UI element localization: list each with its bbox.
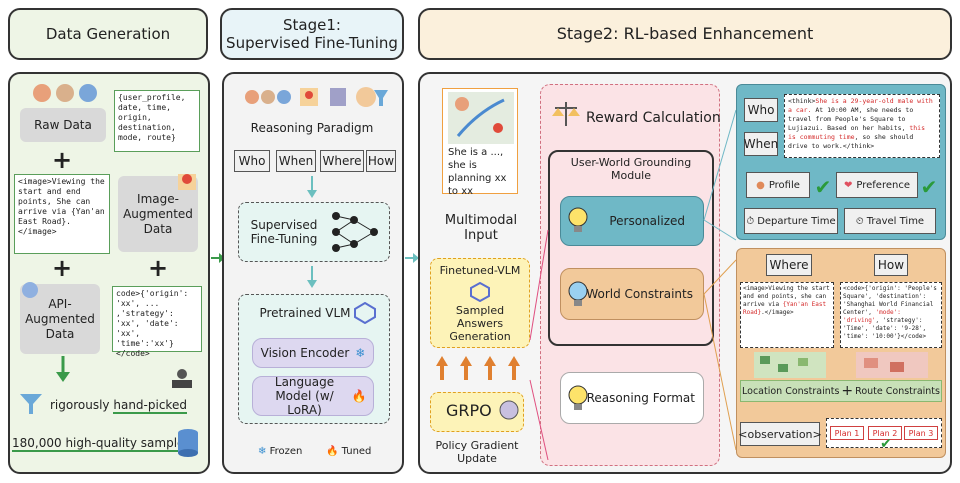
down-arrow-icon	[306, 266, 318, 288]
up-arrows-icon	[436, 356, 524, 382]
plan-3: Plan 3	[904, 426, 938, 440]
policy-label: Policy Gradient Update	[435, 439, 519, 465]
stage2-header: Stage2: RL-based Enhancement	[418, 8, 952, 60]
lightbulb-icon	[566, 384, 590, 414]
down-arrow-icon	[306, 176, 318, 198]
handpicked-label: rigorously hand-picked	[50, 398, 187, 414]
sft-box	[238, 202, 390, 262]
location-map-icon	[754, 352, 826, 378]
travel-time-box: ⏲Travel Time	[844, 208, 936, 234]
route-map-icon	[856, 352, 928, 378]
code-box: code>{'origin': 'xx', ... ,'strategy': '…	[112, 286, 202, 358]
input-caption: She is a ..., she is planning xx to xx	[448, 147, 507, 197]
snowflake-icon: ❄	[258, 446, 267, 457]
legend-frozen: ❄ Frozen	[258, 446, 303, 457]
tag-where: Where	[320, 150, 364, 172]
when-tag: When	[744, 132, 778, 156]
image-small-text: <image>Viewing the start and end points,…	[740, 282, 834, 348]
sft-label: Supervised Fine-Tuning	[250, 218, 318, 246]
plan-2: Plan 2	[868, 426, 902, 440]
snowflake-icon: ❄	[355, 346, 366, 360]
vlm-logo-icon	[470, 282, 490, 302]
departure-time-box: ⏱Departure Time	[744, 208, 838, 234]
checkmark-icon: ✔	[920, 175, 938, 199]
scales-icon	[552, 100, 580, 128]
people-icon	[30, 82, 100, 104]
map-image-icon	[448, 92, 514, 144]
legend-tuned: 🔥 Tuned	[326, 446, 372, 457]
plus-sign: +	[147, 254, 169, 282]
paradigm-icons	[242, 84, 390, 110]
who-tag: Who	[744, 98, 778, 122]
where-tag: Where	[766, 254, 812, 276]
vlm-logo-icon	[354, 302, 376, 324]
data-generation-title: Data Generation	[45, 25, 171, 43]
plus-sign: +	[51, 254, 73, 282]
brain-icon	[498, 398, 520, 424]
arrow-right-icon	[405, 252, 419, 264]
pretrained-vlm-label: Pretrained VLM	[259, 306, 351, 320]
data-generation-header: Data Generation	[8, 8, 208, 60]
observation-tag: <observation>	[738, 422, 822, 446]
samples-label: 180,000 high-quality samples	[12, 436, 191, 452]
think-text: <think>She is a 29-year-old male with a …	[784, 94, 940, 158]
neural-network-icon	[330, 208, 380, 256]
profile-box: ●Profile	[746, 172, 810, 198]
raw-data-box: Raw Data	[20, 108, 106, 142]
heart-icon: ❤	[844, 179, 853, 191]
down-arrow-icon	[56, 356, 70, 382]
stage1-header: Stage1: Supervised Fine-Tuning	[220, 8, 404, 60]
lightbulb-icon	[566, 280, 590, 310]
code-small-text: <code>{'origin': 'People's Square', 'des…	[840, 282, 942, 348]
checkmark-icon: ✔	[880, 436, 892, 452]
map-pin-icon	[176, 170, 198, 192]
api-icon	[20, 280, 40, 300]
clock-icon: ⏲	[855, 215, 864, 227]
clock-icon: ⏱	[746, 215, 755, 227]
image-text-box: <image>Viewing the start and end points,…	[14, 174, 110, 254]
stage2-title: Stage2: RL-based Enhancement	[556, 24, 814, 43]
worker-icon	[170, 368, 194, 390]
funnel-icon	[18, 390, 44, 416]
plus-sign: +	[51, 146, 73, 174]
api-augmented-box: API-Augmented Data	[20, 284, 100, 354]
lightbulb-icon	[566, 206, 590, 236]
vision-encoder-box: Vision Encoder ❄	[252, 338, 374, 368]
reward-title: Reward Calculation	[586, 110, 721, 126]
stage1-title: Stage1: Supervised Fine-Tuning	[226, 16, 398, 52]
finetuned-vlm-box	[430, 258, 530, 348]
sampled-label: Sampled Answers Generation	[449, 303, 511, 343]
tag-how: How	[366, 150, 396, 172]
multimodal-input-label: Multimodal Input	[444, 213, 518, 243]
constraints-row: Location Constraints + Route Constraints	[740, 380, 942, 402]
checkmark-icon: ✔	[814, 175, 832, 199]
database-icon	[176, 428, 200, 458]
personalized-box: Personalized	[560, 196, 704, 246]
reasoning-paradigm-label: Reasoning Paradigm	[250, 121, 374, 135]
plan-1: Plan 1	[830, 426, 864, 440]
plans-box	[826, 418, 942, 448]
tag-when: When	[276, 150, 316, 172]
grounding-module-label: User-World Grounding Module	[570, 156, 692, 182]
person-icon: ●	[756, 179, 765, 191]
flame-icon: 🔥	[326, 446, 339, 457]
how-tag: How	[874, 254, 908, 276]
flame-icon: 🔥	[351, 389, 367, 403]
raw-fields-box: {user_profile, date, time, origin, desti…	[114, 90, 200, 152]
finetuned-label: Finetuned-VLM	[439, 263, 521, 277]
tag-who: Who	[234, 150, 270, 172]
preference-box: ❤Preference	[836, 172, 918, 198]
grpo-label: GRPO	[446, 401, 492, 420]
language-model-box: Language Model (w/ LoRA) 🔥	[252, 375, 374, 417]
